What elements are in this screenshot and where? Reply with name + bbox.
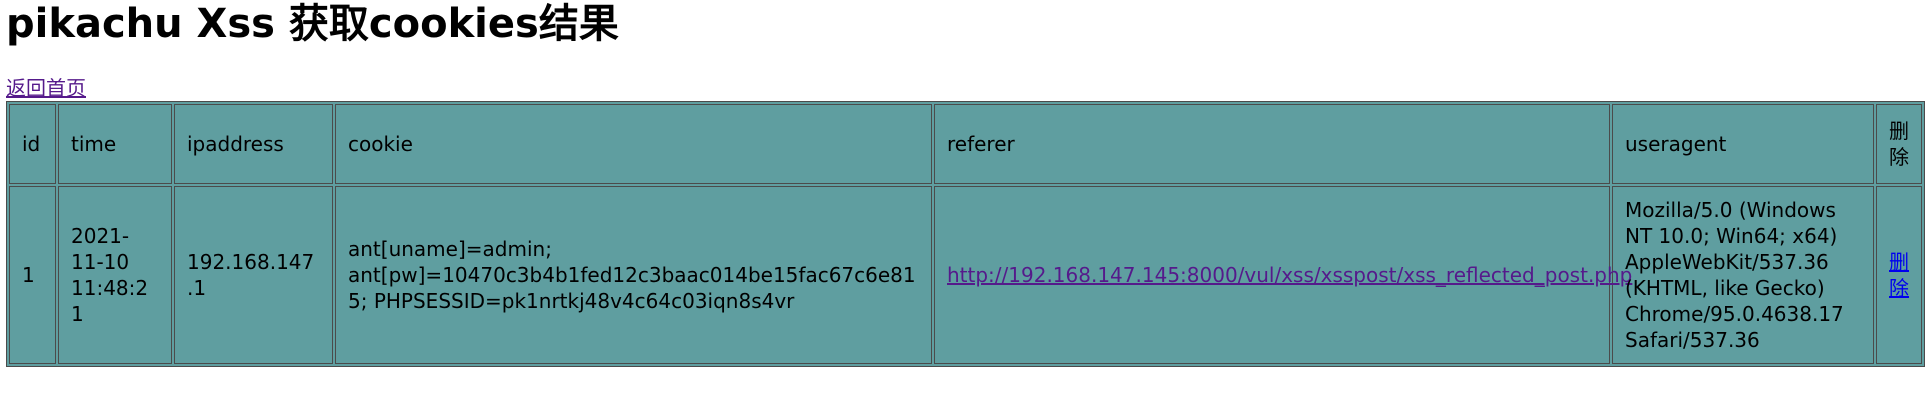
cell-ipaddress: 192.168.147.1 bbox=[174, 186, 333, 364]
header-delete: 删除 bbox=[1876, 104, 1922, 184]
header-cookie: cookie bbox=[335, 104, 932, 184]
cookies-table: id time ipaddress cookie referer userage… bbox=[6, 101, 1925, 367]
cell-useragent: Mozilla/5.0 (Windows NT 10.0; Win64; x64… bbox=[1612, 186, 1874, 364]
header-ipaddress: ipaddress bbox=[174, 104, 333, 184]
table-row: 1 2021-11-10 11:48:21 192.168.147.1 ant[… bbox=[9, 186, 1922, 364]
cell-time: 2021-11-10 11:48:21 bbox=[58, 186, 172, 364]
back-to-home-link[interactable]: 返回首页 bbox=[6, 76, 86, 100]
referer-link[interactable]: http://192.168.147.145:8000/vul/xss/xssp… bbox=[947, 263, 1633, 287]
cell-id: 1 bbox=[9, 186, 56, 364]
header-id: id bbox=[9, 104, 56, 184]
table-header-row: id time ipaddress cookie referer userage… bbox=[9, 104, 1922, 184]
header-useragent: useragent bbox=[1612, 104, 1874, 184]
header-referer: referer bbox=[934, 104, 1610, 184]
header-time: time bbox=[58, 104, 172, 184]
cell-referer: http://192.168.147.145:8000/vul/xss/xssp… bbox=[934, 186, 1632, 364]
cell-delete: 删除 bbox=[1876, 186, 1922, 364]
page-title: pikachu Xss 获取cookies结果 bbox=[6, 1, 619, 47]
cell-cookie: ant[uname]=admin; ant[pw]=10470c3b4b1fed… bbox=[335, 186, 932, 364]
delete-link[interactable]: 删除 bbox=[1889, 250, 1909, 300]
